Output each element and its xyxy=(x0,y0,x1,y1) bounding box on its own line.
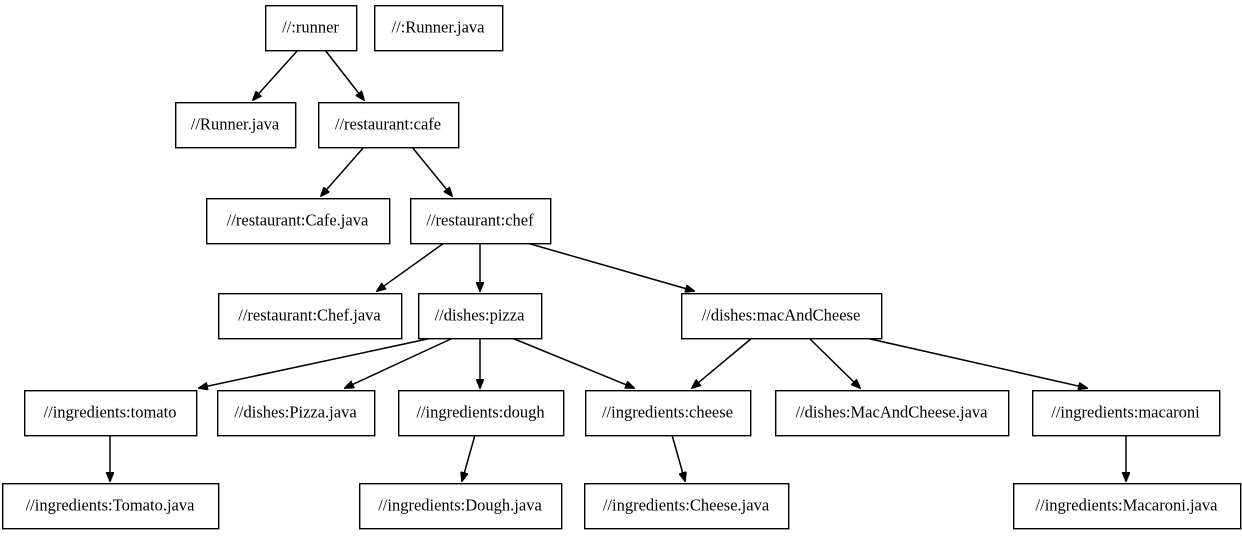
graph-edge xyxy=(865,337,1087,388)
graph-edge xyxy=(671,434,685,481)
node-box[interactable] xyxy=(2,483,220,530)
graph-node-ing_tomato_java[interactable]: //ingredients:Tomato.java xyxy=(2,483,220,530)
node-label: //:runner xyxy=(282,17,339,36)
graph-edge xyxy=(345,337,454,388)
node-box[interactable] xyxy=(359,483,563,530)
graph-node-dishes_macandcheese[interactable]: //dishes:macAndCheese xyxy=(681,293,883,340)
graph-node-ing_tomato[interactable]: //ingredients:tomato xyxy=(24,390,198,437)
graph-node-dishes_pizza_java[interactable]: //dishes:Pizza.java xyxy=(216,390,376,437)
node-box[interactable] xyxy=(217,293,403,340)
graph-edge xyxy=(411,146,452,196)
node-box[interactable] xyxy=(216,390,376,437)
node-label: //restaurant:Cafe.java xyxy=(227,210,369,229)
node-label: //ingredients:Macaroni.java xyxy=(1036,495,1219,514)
graph-edge xyxy=(199,337,433,388)
nodes-layer: //:runner //:Runner.java //Runner.java //re… xyxy=(2,4,1242,530)
graph-node-dishes_pizza[interactable]: //dishes:pizza xyxy=(418,293,543,340)
node-label: //ingredients:dough xyxy=(416,402,545,421)
graph-node-restaurant_chef_java[interactable]: //restaurant:Chef.java xyxy=(217,293,403,340)
node-box[interactable] xyxy=(1013,483,1242,530)
node-box[interactable] xyxy=(410,197,552,245)
edges-layer xyxy=(110,49,1126,481)
node-label: //dishes:pizza xyxy=(435,305,525,324)
node-label: //ingredients:tomato xyxy=(44,402,177,421)
graph-node-runner[interactable]: //:runner xyxy=(265,4,358,52)
node-label: //dishes:MacAndCheese.java xyxy=(796,402,989,421)
node-box[interactable] xyxy=(585,390,752,437)
graph-node-runner_java[interactable]: //Runner.java xyxy=(174,101,297,149)
graph-node-dishes_macandcheese_java[interactable]: //dishes:MacAndCheese.java xyxy=(775,390,1010,437)
graph-edge xyxy=(692,337,753,388)
graph-edge xyxy=(324,49,364,100)
node-box[interactable] xyxy=(24,390,198,437)
graph-edge xyxy=(321,146,365,196)
node-box[interactable] xyxy=(584,483,790,530)
graph-node-runner_java_root[interactable]: //:Runner.java xyxy=(374,4,504,52)
graph-node-ing_macaroni[interactable]: //ingredients:macaroni xyxy=(1031,390,1221,437)
node-label: //:Runner.java xyxy=(391,17,485,36)
graph-node-ing_dough[interactable]: //ingredients:dough xyxy=(398,390,565,437)
node-box[interactable] xyxy=(418,293,543,340)
graph-edge xyxy=(462,434,476,481)
graph-edge xyxy=(253,49,299,100)
node-box[interactable] xyxy=(775,390,1010,437)
graph-edge xyxy=(808,337,860,388)
graph-node-restaurant_cafe[interactable]: //restaurant:cafe xyxy=(318,101,460,149)
graph-node-ing_cheese[interactable]: //ingredients:cheese xyxy=(585,390,752,437)
graph-node-restaurant_chef[interactable]: //restaurant:chef xyxy=(410,197,552,245)
node-box[interactable] xyxy=(1031,390,1221,437)
node-box[interactable] xyxy=(681,293,883,340)
node-label: //ingredients:Tomato.java xyxy=(26,495,196,514)
node-label: //ingredients:cheese xyxy=(602,402,733,421)
graph-edge xyxy=(377,242,445,291)
node-label: //ingredients:Cheese.java xyxy=(603,495,770,514)
node-box[interactable] xyxy=(398,390,565,437)
graph-node-restaurant_cafe_java[interactable]: //restaurant:Cafe.java xyxy=(205,197,391,245)
node-label: //dishes:Pizza.java xyxy=(234,402,357,421)
node-label: //restaurant:Chef.java xyxy=(238,305,381,324)
node-box[interactable] xyxy=(174,101,297,149)
graph-node-ing_dough_java[interactable]: //ingredients:Dough.java xyxy=(359,483,563,530)
node-label: //ingredients:macaroni xyxy=(1051,402,1200,421)
node-box[interactable] xyxy=(205,197,391,245)
node-label: //dishes:macAndCheese xyxy=(702,305,861,324)
node-label: //restaurant:chef xyxy=(426,210,534,229)
node-box[interactable] xyxy=(374,4,504,52)
node-box[interactable] xyxy=(265,4,358,52)
node-label: //Runner.java xyxy=(191,114,280,133)
node-box[interactable] xyxy=(318,101,460,149)
graph-node-ing_macaroni_java[interactable]: //ingredients:Macaroni.java xyxy=(1013,483,1242,530)
node-label: //restaurant:cafe xyxy=(335,114,441,133)
graph-edge xyxy=(526,242,694,291)
node-label: //ingredients:Dough.java xyxy=(378,495,542,514)
graph-edge xyxy=(511,337,634,388)
graph-node-ing_cheese_java[interactable]: //ingredients:Cheese.java xyxy=(584,483,790,530)
